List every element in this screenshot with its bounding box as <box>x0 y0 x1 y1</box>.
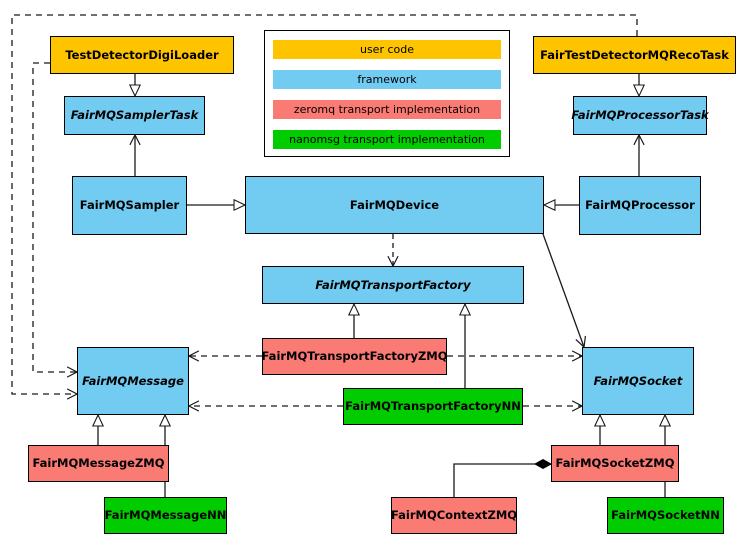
class-node-testdetectordigiloader[interactable]: TestDetectorDigiLoader <box>50 36 234 74</box>
class-node-fairmqcontextzmq[interactable]: FairMQContextZMQ <box>391 497 517 534</box>
class-node-fairmqsampler[interactable]: FairMQSampler <box>72 176 187 235</box>
legend-item-zeromq: zeromq transport implementation <box>273 100 501 119</box>
class-node-label: FairMQSamplerTask <box>70 108 199 123</box>
class-node-label: TestDetectorDigiLoader <box>65 47 219 62</box>
class-node-fairmqmessagezmq[interactable]: FairMQMessageZMQ <box>28 445 169 482</box>
class-node-label: FairMQContextZMQ <box>390 508 518 523</box>
class-node-fairmqsocket[interactable]: FairMQSocket <box>582 347 694 415</box>
class-node-fairmqsocketzmq[interactable]: FairMQSocketZMQ <box>551 445 679 482</box>
class-node-fairtestdetectormqrecotask[interactable]: FairTestDetectorMQRecoTask <box>533 36 736 74</box>
class-node-fairmqprocessortask[interactable]: FairMQProcessorTask <box>571 96 709 135</box>
edge-socketzmq-contextzmq <box>453 464 551 497</box>
class-node-fairmqsocketnn[interactable]: FairMQSocketNN <box>607 497 724 534</box>
legend-item-label: zeromq transport implementation <box>293 103 481 116</box>
class-node-label: FairMQSampler <box>79 198 180 213</box>
class-node-label: FairMQTransportFactory <box>315 277 471 292</box>
class-node-fairmqtransportfactoryzmq[interactable]: FairMQTransportFactoryZMQ <box>261 338 448 375</box>
legend-item-label: nanomsg transport implementation <box>289 133 485 146</box>
class-node-label: FairMQSocketNN <box>611 508 720 523</box>
legend-item-label: framework <box>357 73 417 86</box>
class-node-fairmqtransportfactory[interactable]: FairMQTransportFactory <box>262 266 524 304</box>
legend-item-user-code: user code <box>273 40 501 59</box>
class-node-label: FairMQMessage <box>82 373 184 388</box>
class-node-fairmqprocessor[interactable]: FairMQProcessor <box>579 176 701 235</box>
class-node-label: FairMQSocketZMQ <box>555 456 675 471</box>
class-node-label: FairMQMessageZMQ <box>32 456 165 471</box>
class-node-fairmqtransportfactorynn[interactable]: FairMQTransportFactoryNN <box>343 388 523 425</box>
class-node-label: FairMQDevice <box>349 197 440 212</box>
class-node-fairmqmessage[interactable]: FairMQMessage <box>77 347 189 415</box>
class-node-label: FairMQMessageNN <box>104 508 227 523</box>
class-node-fairmqmessagenn[interactable]: FairMQMessageNN <box>104 497 227 534</box>
class-node-label: FairTestDetectorMQRecoTask <box>540 47 729 62</box>
legend-item-framework: framework <box>273 70 501 89</box>
legend-item-label: user code <box>359 43 415 56</box>
class-node-label: FairMQTransportFactoryNN <box>345 399 521 414</box>
class-node-label: FairMQTransportFactoryZMQ <box>261 349 448 364</box>
class-node-fairmqdevice[interactable]: FairMQDevice <box>245 176 544 234</box>
class-node-fairmqsamplertask[interactable]: FairMQSamplerTask <box>64 96 205 135</box>
class-node-label: FairMQSocket <box>593 373 683 388</box>
class-node-label: FairMQProcessor <box>585 198 695 213</box>
class-node-label: FairMQProcessorTask <box>571 108 709 123</box>
legend-item-nanomsg: nanomsg transport implementation <box>273 130 501 149</box>
edge-device-socket <box>542 233 584 347</box>
